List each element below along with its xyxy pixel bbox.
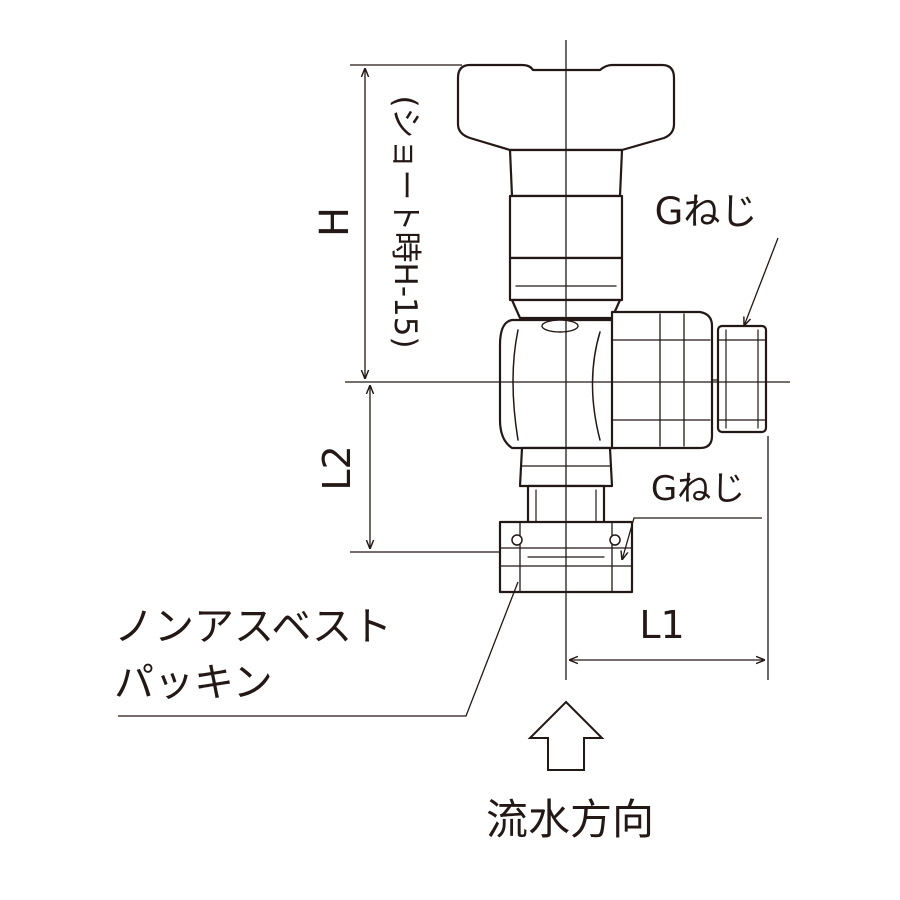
side-outlet-nut	[610, 310, 714, 450]
packing-label-line1: ノンアスベスト	[114, 604, 392, 650]
packing-right	[609, 534, 621, 546]
dimension-lines	[350, 64, 769, 680]
bottom-thread-label: Gねじ	[651, 469, 745, 509]
flow-direction-arrow	[527, 700, 605, 771]
side-thread-leader	[744, 237, 779, 326]
side-thread-end	[716, 324, 768, 434]
flow-direction-label: 流水方向	[486, 795, 654, 844]
body-port-detail	[541, 319, 579, 333]
packing-label-line2: パッキン	[114, 660, 273, 706]
body-contour-center	[591, 331, 601, 441]
side-thread-label: Gねじ	[655, 190, 758, 233]
leader-lines	[118, 237, 779, 717]
packing-left	[511, 534, 523, 546]
center-lines	[345, 40, 790, 680]
dim-h-label: H	[312, 207, 358, 237]
packing-leader	[118, 581, 519, 717]
dim-l2-label: L2	[315, 445, 359, 490]
valve-drawing	[456, 63, 768, 594]
dim-h-note-label: (ショート時H-15)	[387, 95, 423, 348]
bottom-thread-leader	[622, 517, 762, 560]
dim-l1-label: L1	[639, 603, 684, 647]
